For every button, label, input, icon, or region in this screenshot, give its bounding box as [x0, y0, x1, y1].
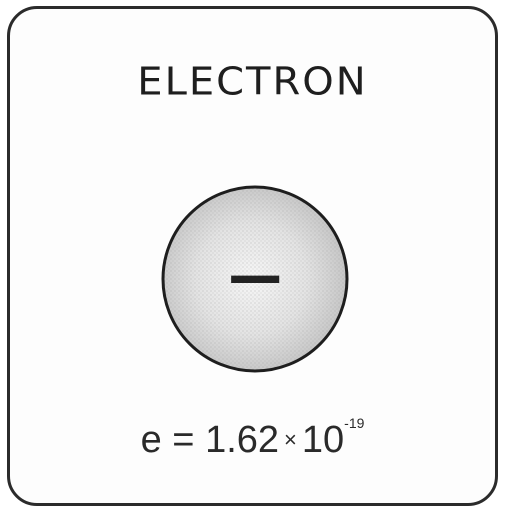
negative-charge-sign: − [223, 240, 287, 315]
electron-card: ELECTRON − e = 1.62×10-19 [7, 6, 498, 506]
formula-coefficient: 1.62 [205, 419, 279, 461]
formula-base: 10 [302, 419, 344, 461]
electron-sphere: − [158, 182, 352, 376]
charge-formula: e = 1.62×10-19 [10, 419, 495, 462]
formula-times: × [284, 427, 297, 452]
formula-lhs: e [141, 419, 162, 461]
formula-exponent: -19 [344, 415, 364, 431]
diagram-title: ELECTRON [10, 60, 495, 104]
formula-equals: = [172, 419, 194, 461]
